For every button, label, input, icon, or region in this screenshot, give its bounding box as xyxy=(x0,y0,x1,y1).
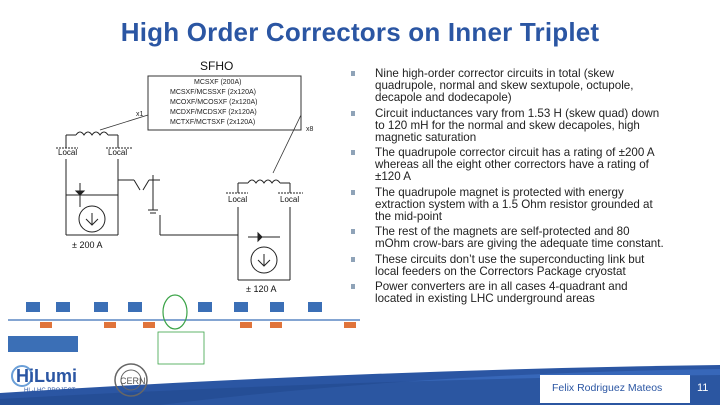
right-power-converter xyxy=(159,207,291,281)
left-power-converter xyxy=(65,159,160,236)
footer-band xyxy=(0,365,720,405)
left-coil xyxy=(56,131,133,149)
box-line: MCDXF/MCDSXF (2x120A) xyxy=(170,109,257,116)
rating-label: ± 120 A xyxy=(246,284,276,294)
bullet-item: Nine high-order corrector circuits in to… xyxy=(349,68,664,104)
rating-label: ± 200 A xyxy=(72,240,102,250)
right-multiplier: x8 xyxy=(306,126,314,133)
left-multiplier: x1 xyxy=(136,111,144,118)
box-line: MCOXF/MCOSXF (2x120A) xyxy=(170,99,258,106)
box-line: MCSXF (200A) xyxy=(194,79,241,86)
local-label: Local xyxy=(280,195,299,204)
local-label: Local xyxy=(108,148,127,157)
highlighted-element xyxy=(162,294,188,330)
box-line: MCTXF/MCTSXF (2x120A) xyxy=(170,119,255,126)
bullet-marker xyxy=(351,150,355,155)
bullet-item: The quadrupole corrector circuit has a r… xyxy=(349,147,664,183)
lhc-layout-strip xyxy=(8,294,360,365)
bullet-marker xyxy=(351,284,355,289)
right-coil xyxy=(226,179,303,194)
bullet-marker xyxy=(351,71,355,76)
local-label: Local xyxy=(58,148,77,157)
page-number: 11 xyxy=(697,382,709,394)
bullet-item: The quadrupole magnet is protected with … xyxy=(349,186,664,223)
bullet-item: The rest of the magnets are self-protect… xyxy=(349,226,664,250)
bullet-list: Nine high-order corrector circuits in to… xyxy=(349,68,664,309)
hilumi-logo-text: HiLumi xyxy=(16,366,77,386)
cern-logo-text: CERN xyxy=(120,376,146,386)
hilumi-logo-subtext: HL-LHC PROJECT xyxy=(24,388,76,394)
box-line: MCSXF/MCSSXF (2x120A) xyxy=(170,89,256,96)
bullet-marker xyxy=(351,229,355,234)
bullet-marker xyxy=(351,189,355,195)
bullet-item: Circuit inductances vary from 1.53 H (sk… xyxy=(349,107,664,144)
bullet-marker xyxy=(351,110,355,116)
bullet-item: Power converters are in all cases 4-quad… xyxy=(349,281,664,305)
hilumi-logo: HiLumi HL-LHC PROJECT xyxy=(11,365,77,394)
bullet-item: These circuits don’t use the superconduc… xyxy=(349,253,664,278)
bullet-marker xyxy=(351,256,355,262)
local-label: Local xyxy=(228,195,247,204)
magnet-list-box xyxy=(147,75,302,131)
cern-logo: CERN xyxy=(114,363,148,397)
box-title: SFHO xyxy=(200,59,233,73)
corrector-circuit-diagram: SFHO MCSXF (200A) MCSXF/MCSSXF (2x120A) … xyxy=(56,59,314,294)
author-name: Felix Rodriguez Mateos xyxy=(552,382,663,394)
slide-title: High Order Correctors on Inner Triplet xyxy=(120,17,600,47)
